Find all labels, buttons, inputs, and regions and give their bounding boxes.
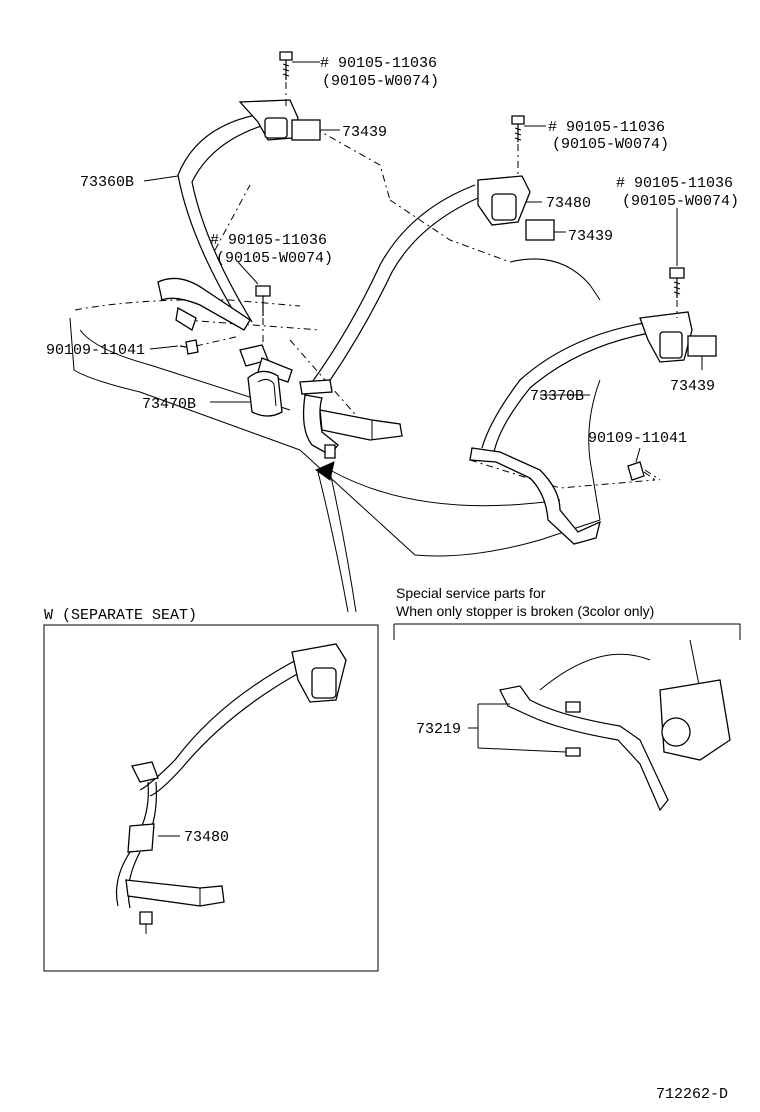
short-bolt-right [627, 447, 659, 483]
bolt-left-mid [237, 261, 271, 350]
special-service-parts: Special service parts for When only stop… [393, 585, 741, 812]
inset-reference-arrow [314, 461, 357, 613]
label-bolt-left-alt: (90105-W0074) [216, 250, 333, 267]
special-line1: Special service parts for [396, 585, 546, 601]
left-seat-belt-73360B [157, 99, 299, 331]
bolt-center [511, 115, 546, 176]
labels-main: # 90105-11036 (90105-W0074) 73439 # 9010… [46, 55, 739, 447]
label-bolt-right-alt: (90105-W0074) [622, 193, 739, 210]
special-line2: When only stopper is broken (3color only… [396, 603, 654, 619]
rear-seat-outline [69, 119, 661, 557]
bolt-top [279, 51, 320, 110]
label-bolt-center-alt: (90105-W0074) [552, 136, 669, 153]
label-bolt-top-alt: (90105-W0074) [322, 73, 439, 90]
inset-separate-seat: W (SEPARATE SEAT) 73480 [43, 607, 379, 972]
label-cover-right: 73439 [670, 378, 715, 395]
label-stopper: 73219 [416, 721, 461, 738]
label-bolt-right: # 90105-11036 [616, 175, 733, 192]
cover-73439-right [687, 335, 717, 357]
label-belt-left: 73360B [80, 174, 134, 191]
label-bolt-center: # 90105-11036 [548, 119, 665, 136]
left-buckle-73470B [210, 344, 293, 417]
inset-frame [43, 624, 379, 972]
label-short-bolt-left: 90109-11041 [46, 342, 145, 359]
label-inset-belt: 73480 [184, 829, 229, 846]
center-belt-73480 [299, 175, 531, 459]
short-bolt-left [149, 335, 241, 355]
label-cover-middle: 73439 [568, 228, 613, 245]
bolt-right [669, 208, 685, 318]
label-cover-top: 73439 [342, 124, 387, 141]
inset-title: W (SEPARATE SEAT) [44, 607, 197, 624]
label-belt-right: 73370B [530, 388, 584, 405]
cover-73439-middle [525, 219, 555, 241]
label-buckle-left: 73470B [142, 396, 196, 413]
diagram-code: 712262-D [656, 1086, 728, 1103]
label-short-bolt-right: 90109-11041 [588, 430, 687, 447]
cover-73439-top [291, 119, 321, 141]
right-belt-73370B [469, 311, 693, 545]
label-bolt-top: # 90105-11036 [320, 55, 437, 72]
label-belt-center: 73480 [546, 195, 591, 212]
label-bolt-left: # 90105-11036 [210, 232, 327, 249]
